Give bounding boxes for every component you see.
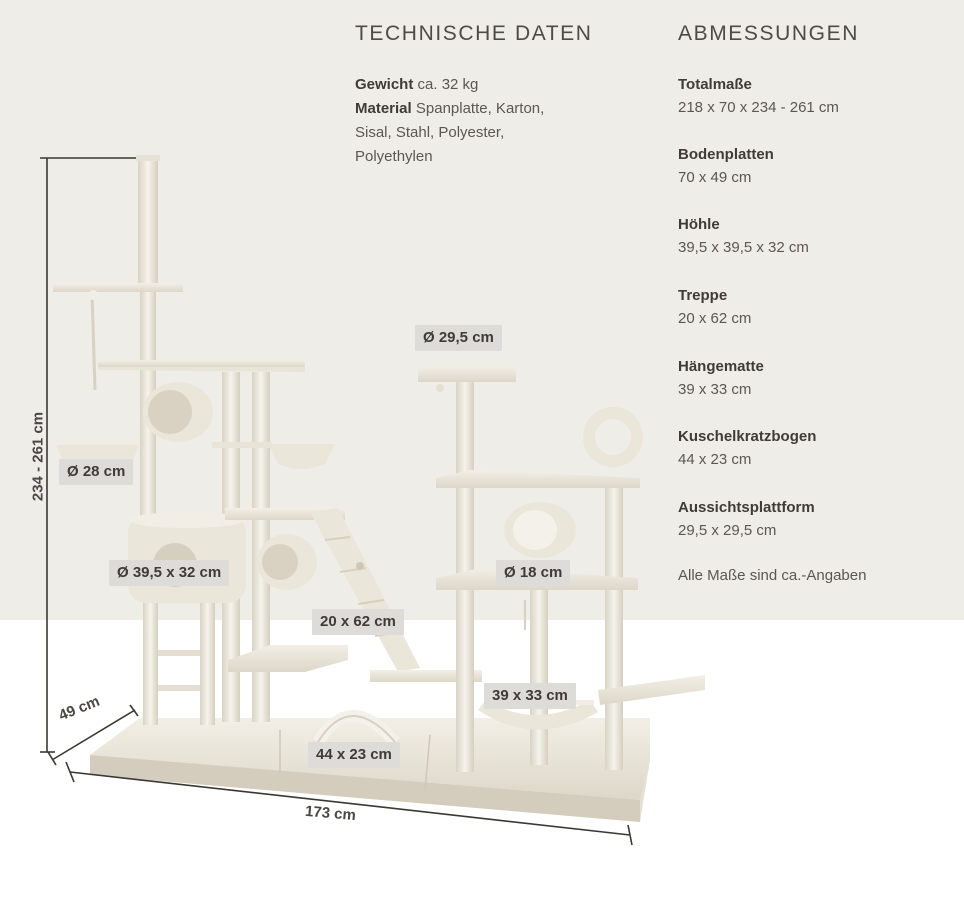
dimension-title: Kuschelkratzbogen xyxy=(678,428,817,445)
label-cave: Ø 39,5 x 32 cm xyxy=(109,560,230,586)
material-line-2: Sisal, Stahl, Polyester, xyxy=(355,124,505,141)
dimension-value: 44 x 23 cm xyxy=(678,451,752,468)
dimension-item-arch: Kuschelkratzbogen 44 x 23 cm xyxy=(678,425,958,471)
dimension-item-total: Totalmaße 218 x 70 x 234 - 261 cm xyxy=(678,73,958,119)
label-tunnel-right: Ø 18 cm xyxy=(496,560,571,586)
label-hammock: 39 x 33 cm xyxy=(484,683,576,709)
label-tunnel-left: Ø 28 cm xyxy=(59,459,134,485)
technical-data-heading: TECHNISCHE DATEN xyxy=(355,22,593,45)
dimensions-note: Alle Maße sind ca.-Angaben xyxy=(678,567,867,584)
dimension-title: Höhle xyxy=(678,216,720,233)
dimension-title: Totalmaße xyxy=(678,76,752,93)
dimension-title: Hängematte xyxy=(678,358,764,375)
label-platform: Ø 29,5 cm xyxy=(415,325,502,351)
material-label: Material xyxy=(355,100,412,117)
label-stairs: 20 x 62 cm xyxy=(312,609,404,635)
dimensions-heading: ABMESSUNGEN xyxy=(678,22,859,45)
weight-value: ca. 32 kg xyxy=(417,76,479,93)
dimension-value: 70 x 49 cm xyxy=(678,169,752,186)
dimension-title: Aussichtsplattform xyxy=(678,499,815,516)
dimension-value: 39,5 x 39,5 x 32 cm xyxy=(678,239,809,256)
left-tower xyxy=(53,155,348,725)
dimension-value: 218 x 70 x 234 - 261 cm xyxy=(678,99,839,116)
measurement-lines xyxy=(40,157,633,846)
dimension-item-stairs: Treppe 20 x 62 cm xyxy=(678,284,958,330)
dimension-value: 39 x 33 cm xyxy=(678,381,752,398)
weight-label: Gewicht xyxy=(355,76,414,93)
dimension-item-cave: Höhle 39,5 x 39,5 x 32 cm xyxy=(678,213,958,259)
label-arch: 44 x 23 cm xyxy=(308,742,400,768)
dimension-item-platform: Aussichtsplattform 29,5 x 29,5 cm xyxy=(678,496,958,542)
dimension-title: Treppe xyxy=(678,287,728,304)
dimension-title: Bodenplatten xyxy=(678,146,774,163)
dimension-value: 29,5 x 29,5 cm xyxy=(678,522,777,539)
material-line-3: Polyethylen xyxy=(355,148,433,165)
dimension-value: 20 x 62 cm xyxy=(678,310,752,327)
dimension-item-base-plates: Bodenplatten 70 x 49 cm xyxy=(678,143,958,189)
dimension-item-hammock: Hängematte 39 x 33 cm xyxy=(678,355,958,401)
technical-data-block: Gewicht ca. 32 kg Material Spanplatte, K… xyxy=(355,73,655,169)
measure-height: 234 - 261 cm xyxy=(29,411,47,502)
scratching-arch xyxy=(312,710,400,747)
material-value: Spanplatte, Karton, xyxy=(415,100,545,117)
